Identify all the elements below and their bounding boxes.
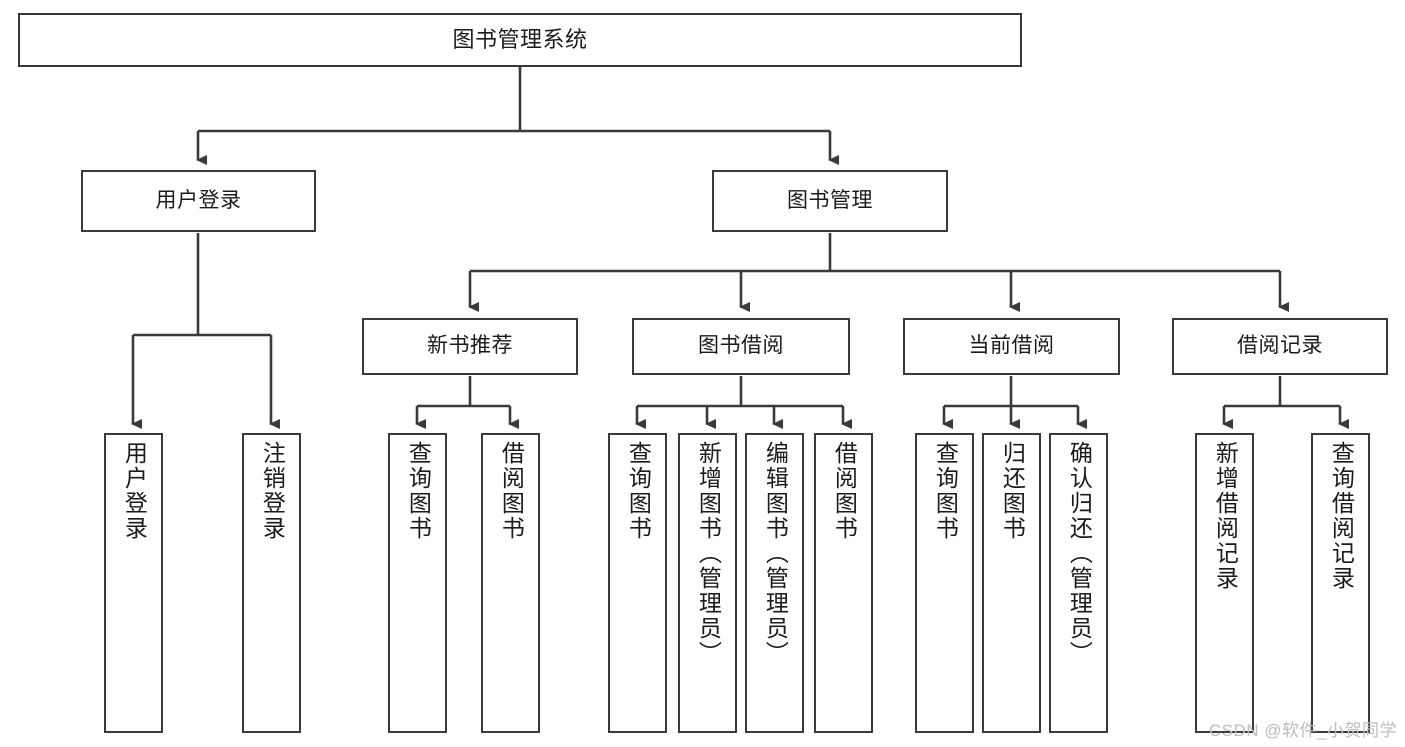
leaf-return-book[interactable]: 归还图书 (982, 433, 1041, 733)
node-label: 借阅图书 (498, 441, 525, 541)
node-label: 编辑图书（管理员） (762, 441, 789, 666)
leaf-query-book-borrow[interactable]: 查询图书 (608, 433, 667, 733)
leaf-add-borrow-record[interactable]: 新增借阅记录 (1195, 433, 1254, 733)
node-label: 借阅图书 (831, 441, 858, 541)
node-label: 归还图书 (999, 441, 1026, 541)
node-label: 用户登录 (155, 188, 242, 212)
node-book-borrow[interactable]: 图书借阅 (632, 318, 850, 375)
leaf-confirm-return-admin[interactable]: 确认归还（管理员） (1049, 433, 1108, 733)
node-label: 新书推荐 (427, 334, 513, 358)
node-root-system[interactable]: 图书管理系统 (18, 13, 1022, 67)
leaf-borrow-book[interactable]: 借阅图书 (814, 433, 873, 733)
node-book-management[interactable]: 图书管理 (712, 170, 948, 232)
node-label: 借阅记录 (1237, 334, 1323, 358)
node-label: 图书管理系统 (452, 27, 588, 53)
leaf-add-book-admin[interactable]: 新增图书（管理员） (678, 433, 737, 733)
node-label: 图书管理 (787, 188, 873, 212)
watermark: CSDN @软件_小贺同学 (1208, 721, 1397, 740)
node-label: 新增借阅记录 (1212, 441, 1239, 591)
node-new-book-recommend[interactable]: 新书推荐 (362, 318, 578, 375)
node-label: 确认归还（管理员） (1066, 441, 1093, 666)
node-label: 查询图书 (405, 441, 432, 541)
leaf-borrow-book-recommend[interactable]: 借阅图书 (481, 433, 540, 733)
node-label: 用户登录 (121, 441, 148, 541)
leaf-query-book-recommend[interactable]: 查询图书 (388, 433, 447, 733)
node-borrow-record[interactable]: 借阅记录 (1172, 318, 1388, 375)
node-label: 新增图书（管理员） (695, 441, 722, 666)
node-label: 图书借阅 (698, 334, 784, 358)
leaf-user-login[interactable]: 用户登录 (104, 433, 163, 733)
leaf-edit-book-admin[interactable]: 编辑图书（管理员） (745, 433, 804, 733)
node-label: 查询借阅记录 (1328, 441, 1355, 591)
node-label: 查询图书 (625, 441, 652, 541)
node-user-login[interactable]: 用户登录 (81, 170, 316, 232)
node-label: 当前借阅 (968, 334, 1055, 358)
leaf-logout[interactable]: 注销登录 (242, 433, 301, 733)
node-current-borrow[interactable]: 当前借阅 (903, 318, 1120, 375)
node-label: 查询图书 (932, 441, 959, 541)
leaf-query-borrow-record[interactable]: 查询借阅记录 (1311, 433, 1370, 733)
node-label: 注销登录 (259, 441, 286, 541)
leaf-query-book-current[interactable]: 查询图书 (915, 433, 974, 733)
